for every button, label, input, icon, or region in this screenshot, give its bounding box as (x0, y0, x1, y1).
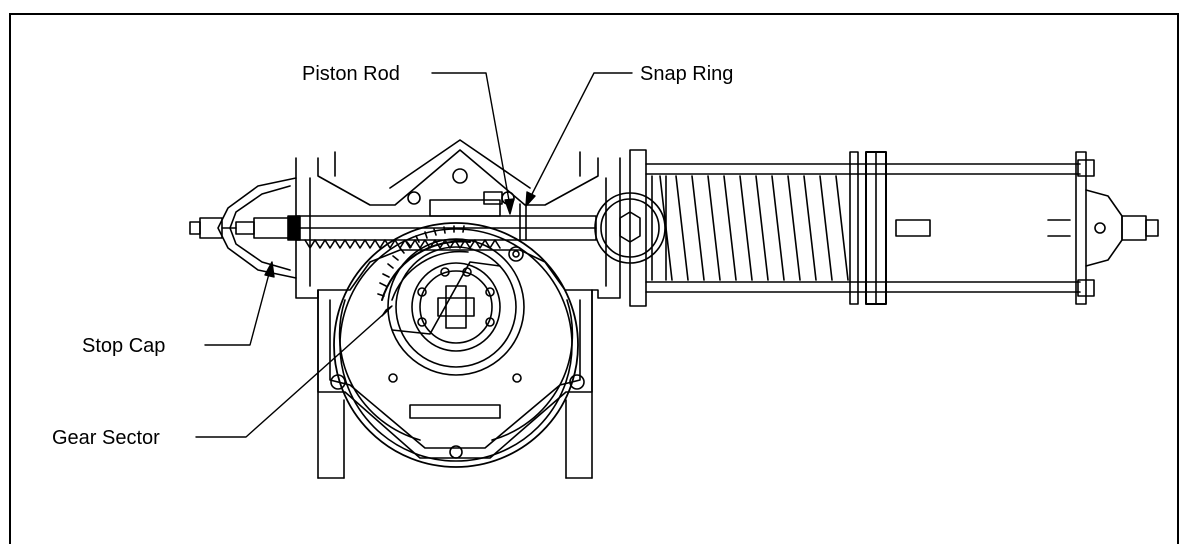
pinion-hub (387, 238, 525, 376)
mounting-legs (317, 289, 593, 479)
snap-ring-callout: Snap Ring (640, 63, 734, 85)
gear-sector-callout: Gear Sector (52, 427, 160, 449)
piston-rod (287, 191, 597, 249)
stop-cap (189, 177, 297, 279)
diagram-frame (9, 13, 1179, 544)
center-housing (295, 139, 621, 299)
gearbox-housing (317, 222, 593, 468)
stop-cap-callout: Stop Cap (82, 335, 166, 357)
leader-lines (195, 72, 633, 438)
piston-rod-callout: Piston Rod (302, 63, 400, 85)
spring-cylinder (629, 149, 1159, 307)
